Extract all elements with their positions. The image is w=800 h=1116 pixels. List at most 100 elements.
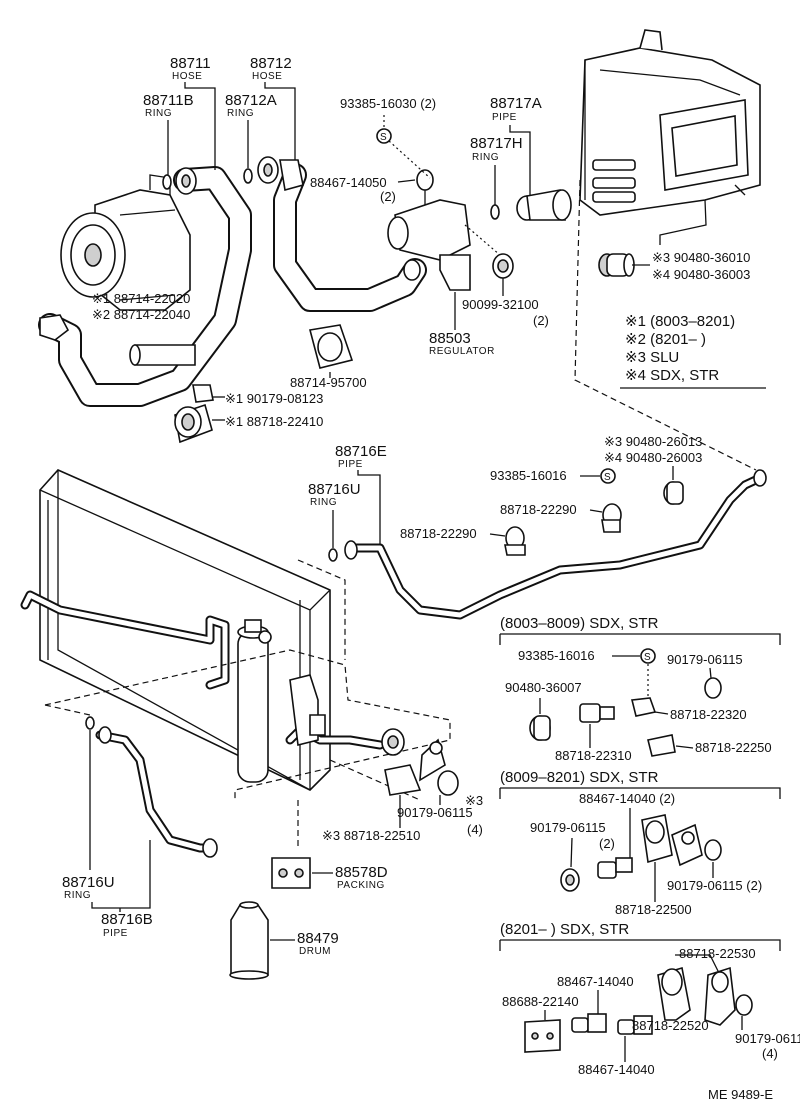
- box2-title: (8009–8201) SDX, STR: [500, 769, 659, 786]
- label-88717h: 88717H: [470, 135, 523, 152]
- clamp-icon: [601, 503, 622, 533]
- bracket-icon: [631, 697, 676, 757]
- label-88718-22290-b: 88718-22290: [500, 502, 577, 517]
- label-90480-36010: ※3 90480-36010: [652, 250, 750, 265]
- label-88714-95700: 88714-95700: [290, 375, 367, 390]
- drum-icon: [229, 901, 269, 980]
- label-88718-22510: ※3 88718-22510: [322, 828, 420, 843]
- label-93385-16016-top: 93385-16016: [490, 468, 567, 483]
- condenser-icon: [20, 469, 331, 791]
- label-88716e: 88716E: [335, 443, 387, 460]
- grommet-icon: [529, 715, 551, 741]
- label-90179-06115-main: 90179-06115: [397, 805, 473, 820]
- label-90099-32100: 90099-32100: [462, 297, 539, 312]
- pipe-fitting-icon: [516, 189, 572, 221]
- box3-label-88718-22520: 88718-22520: [632, 1018, 709, 1033]
- nut-icon: [560, 868, 580, 892]
- label-90099-32100-qty: (2): [533, 313, 549, 328]
- legend-item-3: ※3 SLU: [625, 349, 679, 366]
- label-88711b-sub: RING: [145, 108, 172, 119]
- legend-item-4: ※4 SDX, STR: [625, 367, 719, 384]
- box1-label-90480: 90480-36007: [505, 680, 582, 695]
- box2-label-90179-b: 90179-06115 (2): [667, 878, 762, 893]
- bracket-icon: [657, 966, 736, 1026]
- box3-title: (8201– ) SDX, STR: [500, 921, 629, 938]
- label-88479-sub: DRUM: [299, 946, 331, 957]
- label-88716u-top-sub: RING: [310, 497, 337, 508]
- pipe-fitting-icon: [85, 716, 218, 858]
- clip-icon: [309, 324, 354, 369]
- clamp-icon: [174, 384, 214, 444]
- box3-label-88467-top: 88467-14040: [557, 974, 634, 989]
- label-88716e-sub: PIPE: [338, 459, 363, 470]
- box2-label-88467: 88467-14040 (2): [579, 791, 675, 806]
- label-88716b-sub: PIPE: [103, 928, 128, 939]
- label-90480-36003: ※4 90480-36003: [652, 267, 750, 282]
- label-88503-sub: REGULATOR: [429, 346, 495, 357]
- label-88716u-top: 88716U: [308, 481, 361, 498]
- nut-icon: [492, 253, 514, 279]
- regulator-icon: [387, 169, 471, 291]
- packing-icon: [271, 857, 311, 889]
- label-88467-14050: 88467-14050: [310, 175, 387, 190]
- box3-label-90179-qty: (4): [762, 1046, 778, 1061]
- box3-label-88467-bot: 88467-14040: [578, 1062, 655, 1077]
- nut-icon: [735, 994, 753, 1016]
- label-88717h-sub: RING: [472, 152, 499, 163]
- label-88712-sub: HOSE: [252, 71, 282, 82]
- nut-icon: [704, 677, 722, 699]
- tube-sleeve-icon: [129, 344, 196, 366]
- hose-fitting-icon: [243, 156, 421, 281]
- footer-code: ME 9489-E: [708, 1087, 773, 1102]
- box1-label-88718-22250: 88718-22250: [695, 740, 772, 755]
- label-88712a-sub: RING: [227, 108, 254, 119]
- symbol-s-3: S: [644, 652, 651, 663]
- label-88578d: 88578D: [335, 864, 388, 881]
- switch-icon: [571, 1013, 653, 1035]
- evaporator-icon: [579, 29, 761, 245]
- label-88578d-sub: PACKING: [337, 880, 385, 891]
- plate-icon: [524, 1019, 561, 1053]
- compressor-icon: [60, 174, 191, 311]
- pipe-fitting-icon: [344, 469, 767, 560]
- label-88716u-bot: 88716U: [62, 874, 115, 891]
- label-88711: 88711: [170, 55, 211, 72]
- label-88714-22040: ※2 88714-22040: [92, 307, 190, 322]
- label-88717a-sub: PIPE: [492, 112, 517, 123]
- hose-fitting-icon: [39, 167, 197, 341]
- legend-item-1: ※1 (8003–8201): [625, 313, 735, 330]
- label-90179-08123: ※1 90179-08123: [225, 391, 323, 406]
- box2-label-90179-a-qty: (2): [599, 836, 615, 851]
- box1-label-90179: 90179-06115: [667, 652, 743, 667]
- label-88716u-bot-sub: RING: [64, 890, 91, 901]
- label-90480-26003: ※4 90480-26003: [604, 450, 702, 465]
- box1-label-88718-22310: 88718-22310: [555, 748, 632, 763]
- box3-label-88718-22530: 88718-22530: [679, 946, 756, 961]
- grommet-icon: [663, 481, 684, 505]
- nut-icon: [704, 839, 722, 861]
- clamp-icon: [504, 526, 526, 556]
- legend-item-2: ※2 (8201– ): [625, 331, 706, 348]
- label-88718-22290-a: 88718-22290: [400, 526, 477, 541]
- receiver-dryer-icon: [237, 619, 272, 783]
- label-88479: 88479: [297, 930, 339, 947]
- box2-label-90179-a: 90179-06115: [530, 820, 606, 835]
- switch-icon: [579, 703, 615, 723]
- label-star3-a: ※3: [465, 793, 483, 808]
- label-88716b: 88716B: [101, 911, 153, 928]
- grommet-icon: [598, 253, 635, 277]
- label-88714-22020: ※1 88714-22020: [92, 291, 190, 306]
- box1-label-88718-22320: 88718-22320: [670, 707, 747, 722]
- label-88711-sub: HOSE: [172, 71, 202, 82]
- bracket-icon: [289, 674, 326, 746]
- legend: ※1 (8003–8201) ※2 (8201– ) ※3 SLU ※4 SDX…: [620, 313, 766, 389]
- label-93385-16030: 93385-16030 (2): [340, 96, 436, 111]
- label-88712: 88712: [250, 55, 292, 72]
- symbol-s-2: S: [604, 472, 611, 483]
- label-88503: 88503: [429, 330, 471, 347]
- switch-icon: [597, 857, 633, 879]
- box3-label-88688: 88688-22140: [502, 994, 579, 1009]
- label-90179-06115-main-qty: (4): [467, 822, 483, 837]
